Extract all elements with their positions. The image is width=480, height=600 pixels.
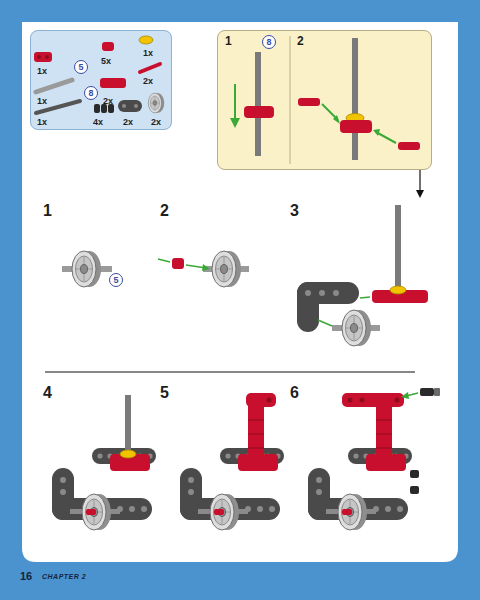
callout-number: 8 (266, 38, 271, 47)
part-count: 2x (151, 118, 161, 127)
part-count: 2x (143, 77, 153, 86)
part-count: 1x (37, 67, 47, 76)
part-count: 1x (143, 49, 153, 58)
step-number: 2 (160, 203, 169, 219)
step-number: 5 (160, 385, 169, 401)
part-count: 1x (37, 118, 47, 127)
part-count: 2x (103, 97, 113, 106)
callout-number: 5 (78, 63, 83, 72)
step-number: 3 (290, 203, 299, 219)
substep-number: 2 (297, 35, 304, 47)
callout-number: 5 (113, 276, 118, 285)
callout-circle: 5 (109, 273, 123, 287)
chapter-label: CHAPTER 2 (42, 573, 86, 580)
part-count: 2x (123, 118, 133, 127)
callout-circle: 8 (262, 35, 276, 49)
part-count: 1x (37, 97, 47, 106)
substep-number: 1 (225, 35, 232, 47)
page-number: 16 (20, 571, 32, 582)
part-count: 5x (101, 57, 111, 66)
step-number: 6 (290, 385, 299, 401)
step-number: 4 (43, 385, 52, 401)
callout-circle: 5 (74, 60, 88, 74)
part-count: 4x (93, 118, 103, 127)
callout-number: 8 (88, 89, 93, 98)
callout-circle: 8 (84, 86, 98, 100)
subassembly-panel: 8 1 2 (217, 30, 432, 170)
step-number: 1 (43, 203, 52, 219)
parts-panel: 5 8 1x 5x 1x 2x 1x 2x 1x 4x 2x 2x (30, 30, 172, 130)
